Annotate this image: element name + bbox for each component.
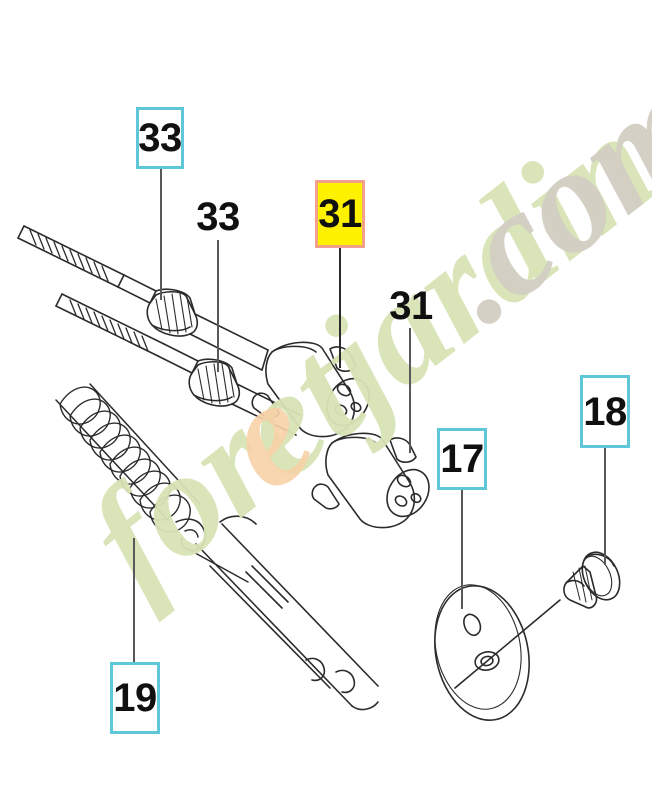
tension-spring-19 <box>55 383 249 583</box>
callout-18-boxed-label: 18 <box>583 389 627 434</box>
callout-33-boxed-label: 33 <box>138 116 182 160</box>
leader-line-19-boxed <box>133 538 135 668</box>
coupling-sleeve-upper-31 <box>251 341 370 438</box>
callout-33-boxed[interactable]: 33 <box>136 107 184 169</box>
disc-plate-17 <box>434 584 561 721</box>
push-rod <box>195 515 379 711</box>
coupling-sleeve-lower-31 <box>311 432 430 529</box>
callout-18-boxed[interactable]: 18 <box>580 375 630 448</box>
callout-19-boxed-label: 19 <box>113 676 157 720</box>
leader-line-33-plain <box>217 240 219 372</box>
callout-31-plain[interactable]: 31 <box>383 283 439 329</box>
callout-31-highlight[interactable]: 31 <box>315 180 365 248</box>
lower-cable-part <box>55 293 301 436</box>
callout-17-boxed-label: 17 <box>440 437 484 481</box>
callout-31-highlight-label: 31 <box>318 192 362 236</box>
leader-line-18-boxed <box>604 447 606 565</box>
callout-19-boxed[interactable]: 19 <box>110 662 160 734</box>
callout-33-plain[interactable]: 33 <box>190 192 246 242</box>
upper-cable-part <box>17 225 269 371</box>
callout-17-boxed[interactable]: 17 <box>437 428 487 490</box>
leader-line-17-boxed <box>461 489 463 609</box>
leader-line-31-boxed <box>339 248 341 368</box>
callout-31-plain-label: 31 <box>389 284 433 328</box>
flanged-bolt-18 <box>563 551 621 609</box>
leader-line-31-plain <box>409 328 411 453</box>
leader-line-33-boxed <box>160 165 162 300</box>
callout-33-plain-label: 33 <box>196 195 240 239</box>
